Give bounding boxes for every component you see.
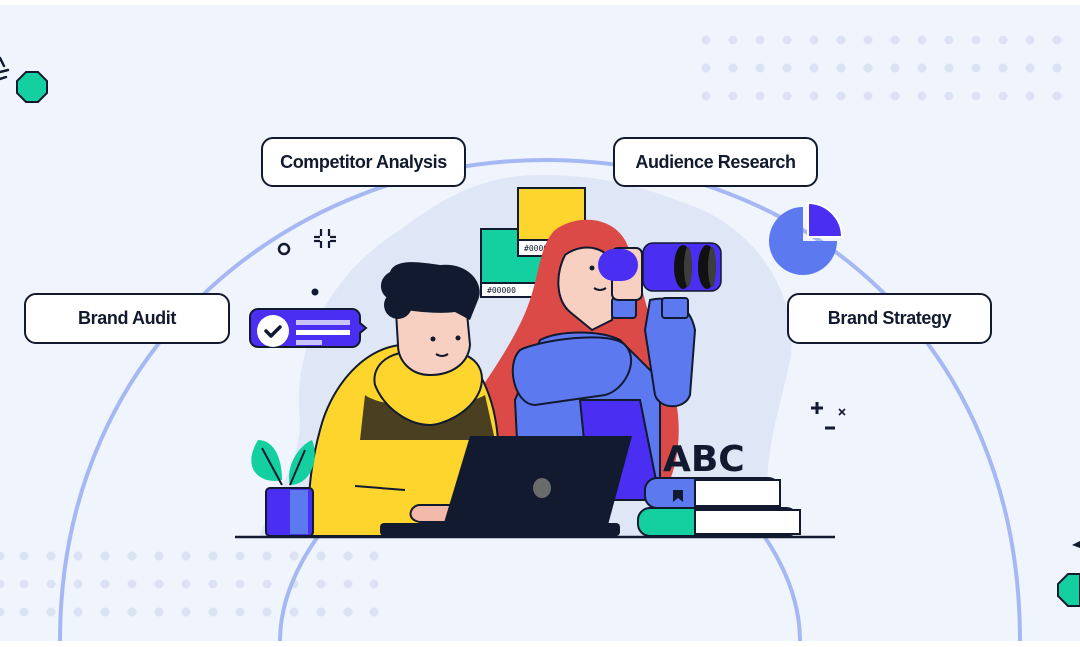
plant-pot-icon [251,440,315,537]
pie-chart-icon [769,201,844,275]
green-octagon-bottom-right [1057,573,1080,607]
spark-lines-icon [0,56,10,81]
competitor-analysis-label[interactable]: Competitor Analysis [261,137,466,187]
man-face [393,290,472,377]
swatch-yellow-tag: #0000 [524,244,548,253]
plus-minus-icon [811,402,835,430]
dot-grid-top-right [701,35,1062,101]
woman-arm-left [511,336,632,407]
audience-research-label[interactable]: Audience Research [613,137,818,187]
binoculars-icon [598,242,722,292]
green-octagon-top-left [16,71,48,103]
swatch-green-tag: #00000 [487,286,516,295]
x-mark-icon [838,408,846,416]
laptop-icon [380,436,632,536]
check-message-bubble-icon [249,308,368,348]
brand-strategy-label[interactable]: Brand Strategy [787,293,992,344]
dot-grid-bottom-left [0,551,379,617]
abc-letters: ABC [663,439,745,480]
dot-icon [311,288,319,296]
color-swatch-green: #00000 [480,228,544,298]
hero-illustration: #00000 #0000 [0,5,1080,641]
outer-arc [58,157,1022,641]
arrow-fragment [1072,541,1080,548]
brand-audit-label[interactable]: Brand Audit [24,293,230,344]
crosshair-hash-icon [314,229,336,248]
illustration-art: #00000 #0000 [0,35,1080,641]
books-stack-icon [637,477,801,537]
circle-outline-icon [277,242,291,256]
